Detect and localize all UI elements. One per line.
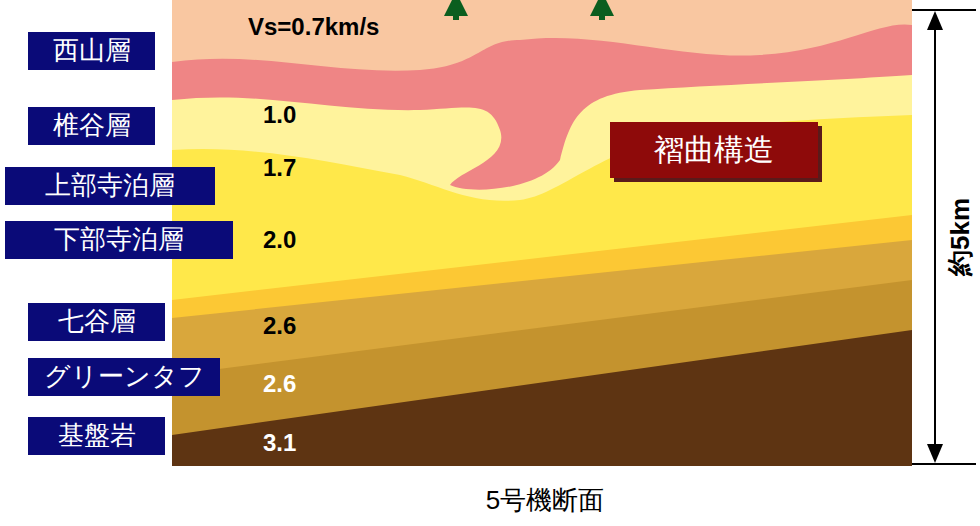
layer-label: 椎谷層 bbox=[28, 107, 155, 144]
lower-teradomari-layer bbox=[172, 115, 912, 466]
velocity-value: 3.1 bbox=[263, 430, 296, 456]
layer-name: 西山層 bbox=[38, 35, 145, 66]
basement-rock bbox=[172, 330, 912, 466]
upper-teradomari-layer bbox=[172, 75, 912, 466]
fold-structure-box: 褶曲構造 bbox=[610, 122, 818, 178]
dimension-arrow bbox=[912, 10, 976, 464]
velocity-value: 1.7 bbox=[263, 155, 296, 181]
green-tuff-layer bbox=[172, 240, 912, 466]
layer-name: グリーンタフ bbox=[38, 361, 210, 392]
velocity-value: 2.0 bbox=[263, 227, 296, 253]
layer-label: 上部寺泊層 bbox=[5, 167, 215, 204]
velocity-value: 1.0 bbox=[263, 102, 296, 128]
layer-name: 下部寺泊層 bbox=[15, 224, 223, 255]
velocity-value: 2.6 bbox=[263, 371, 296, 397]
tree-trunk bbox=[599, 14, 605, 20]
layer-label: 西山層 bbox=[28, 32, 155, 69]
layer-label: 七谷層 bbox=[28, 303, 165, 340]
shiiya-layer bbox=[172, 24, 912, 466]
layer-name: 上部寺泊層 bbox=[15, 170, 205, 201]
nanatani-layer bbox=[172, 215, 912, 466]
nishiyama-layer bbox=[172, 0, 912, 466]
layer-name: 基盤岩 bbox=[38, 420, 155, 451]
trees bbox=[444, 0, 614, 20]
tree-trunk bbox=[453, 14, 459, 20]
layer-name: 褶曲構造 bbox=[624, 132, 804, 168]
layer-label: 下部寺泊層 bbox=[5, 221, 233, 258]
layer-label: グリーンタフ bbox=[28, 358, 220, 395]
caption: 5号機断面 bbox=[486, 483, 604, 518]
layer-label: 基盤岩 bbox=[28, 417, 165, 454]
velocity-value: Vs=0.7km/s bbox=[248, 14, 379, 40]
dimension-label: 約5km bbox=[946, 198, 975, 276]
layer-name: 椎谷層 bbox=[38, 110, 145, 141]
tree bbox=[590, 0, 614, 16]
tree bbox=[444, 0, 468, 16]
layer-name: 七谷層 bbox=[38, 306, 155, 337]
green-tuff-lower bbox=[172, 280, 912, 466]
velocity-value: 2.6 bbox=[263, 313, 296, 339]
